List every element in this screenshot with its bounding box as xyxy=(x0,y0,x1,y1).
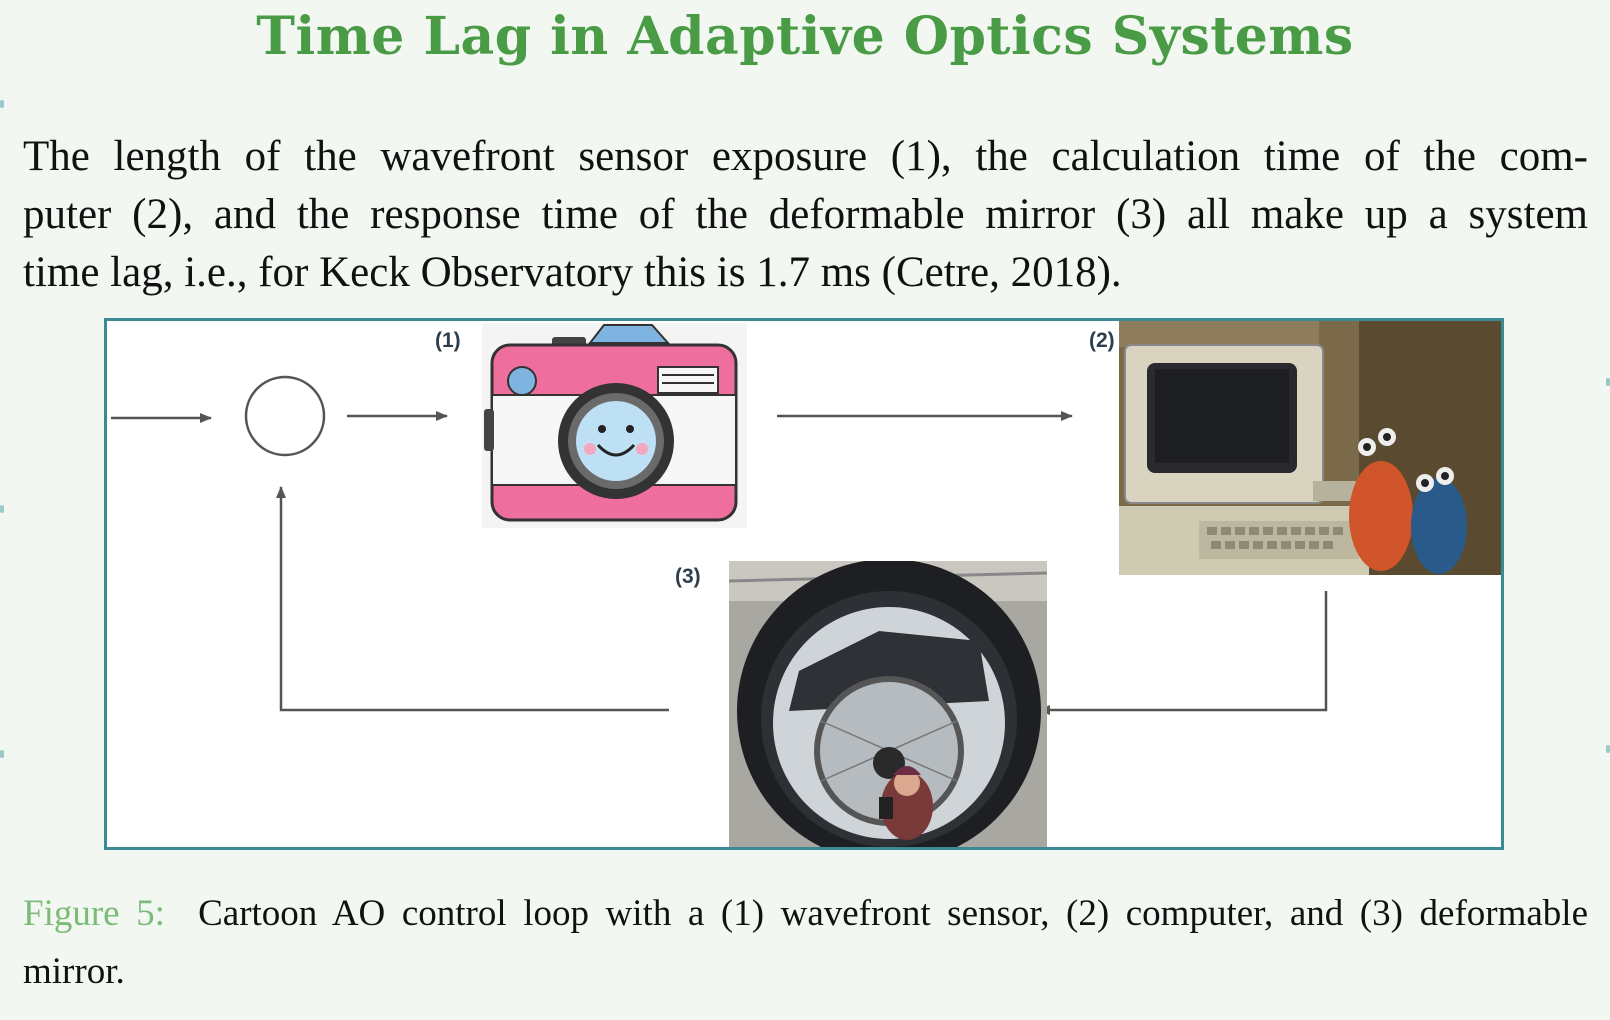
caption-figure-label: Figure 5: xyxy=(23,893,165,934)
muppet-blue xyxy=(1411,478,1467,574)
loop-diagram-wires xyxy=(111,375,1328,715)
mirror-to-junction-arrow xyxy=(276,486,669,712)
paragraph-line-2: puter (2), and the response time of the … xyxy=(23,191,1588,238)
body-paragraph: The length of the wavefront sensor expos… xyxy=(23,128,1588,302)
edge-mark-left-2 xyxy=(0,505,4,513)
caption-line-1: Figure 5: Cartoon AO control loop with a… xyxy=(23,885,1588,943)
wavefront-sensor-camera-image xyxy=(482,323,747,528)
edge-mark-left-1 xyxy=(0,100,4,108)
ao-control-loop-figure: (1) (2) xyxy=(104,318,1504,850)
slide-title: Time Lag in Adaptive Optics Systems xyxy=(256,6,1354,67)
label-mirror: (3) xyxy=(675,565,701,588)
person-reflection xyxy=(881,772,933,840)
deformable-mirror-image xyxy=(729,561,1047,847)
label-computer: (2) xyxy=(1089,329,1115,352)
figure-caption: Figure 5: Cartoon AO control loop with a… xyxy=(23,885,1588,1001)
edge-mark-left-3 xyxy=(0,750,4,758)
label-sensor: (1) xyxy=(435,329,461,352)
paragraph-line-3: time lag, i.e., for Keck Observatory thi… xyxy=(23,249,1122,296)
edge-mark-right-1 xyxy=(1606,378,1610,386)
computer-image xyxy=(1119,321,1501,575)
summing-junction xyxy=(244,375,326,457)
caption-text-2: mirror. xyxy=(23,951,125,992)
muppet-orange xyxy=(1349,461,1413,571)
camera-flash-icon xyxy=(507,366,537,396)
paragraph-line-1: The length of the wavefront sensor expos… xyxy=(23,133,1588,180)
caption-text-1: Cartoon AO control loop with a (1) wavef… xyxy=(198,893,1588,934)
computer-to-mirror-arrow xyxy=(1038,591,1328,715)
edge-mark-right-2 xyxy=(1606,745,1610,753)
